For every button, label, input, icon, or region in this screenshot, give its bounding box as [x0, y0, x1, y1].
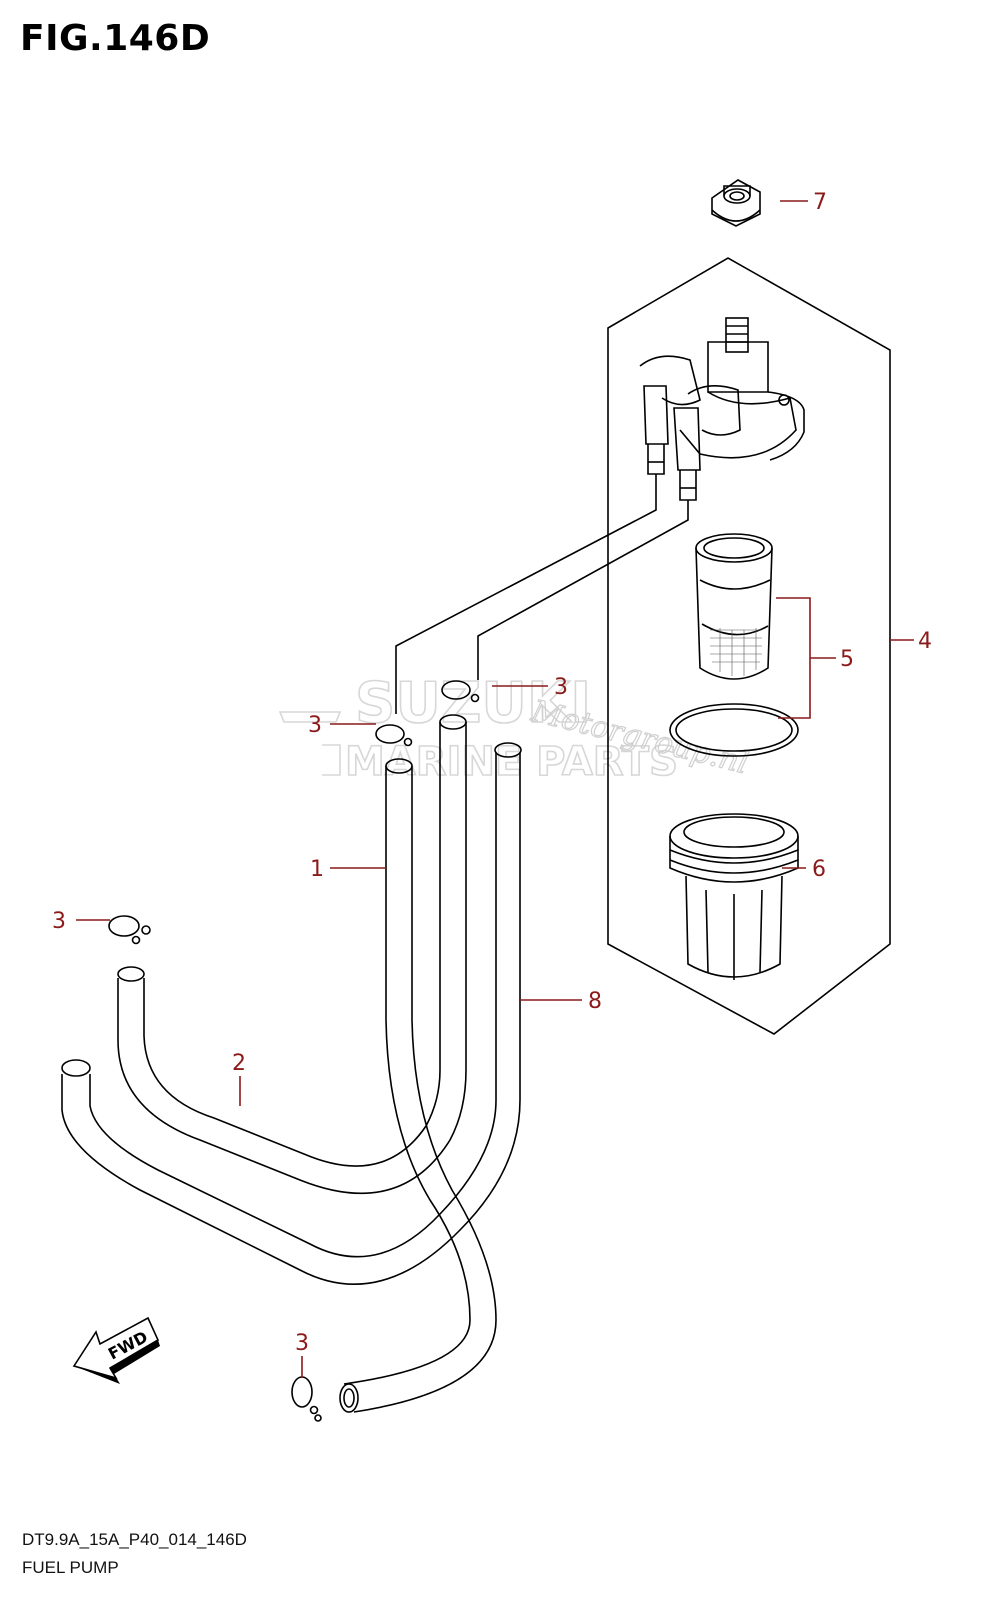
watermark-outboard-icon: [278, 711, 342, 776]
fwd-arrow-icon: FWD: [72, 1316, 160, 1384]
clamp-upper-right: [441, 680, 480, 703]
connection-lines: [395, 474, 689, 714]
hose-8: [61, 742, 522, 1285]
callout-3-upper-right: 3: [554, 675, 568, 700]
figure-title: FIG.146D: [20, 18, 211, 59]
filter-assembly-outline: [607, 257, 891, 1035]
figure-name: FUEL PUMP: [22, 1558, 119, 1577]
callout-8: 8: [588, 989, 602, 1014]
leader-lines: [76, 200, 914, 1378]
clamp-upper-left: [375, 724, 413, 747]
figure-code: DT9.9A_15A_P40_014_146D: [22, 1530, 247, 1549]
callout-labels: 7 4 5 6 8 1 2 3 3 3 3: [52, 190, 932, 1356]
watermark: SUZUKI MARINE PARTS Motorgroup.nl: [278, 670, 752, 786]
filter-mesh: [710, 628, 762, 676]
filter-element: [695, 533, 773, 680]
hose-2: [117, 714, 467, 1195]
callout-2: 2: [232, 1051, 246, 1076]
callout-3-left: 3: [52, 909, 66, 934]
o-ring: [669, 703, 799, 757]
callout-3-bottom: 3: [295, 1331, 309, 1356]
clamp-left: [108, 915, 151, 945]
callout-4: 4: [918, 629, 932, 654]
callout-6: 6: [812, 857, 826, 882]
nut-part: [711, 179, 761, 227]
callout-1: 1: [310, 857, 324, 882]
clamp-parts: [108, 680, 480, 1422]
filter-cup: [669, 813, 799, 980]
clamp-bottom: [291, 1376, 322, 1422]
hose-1: [339, 758, 497, 1413]
callout-5: 5: [840, 647, 854, 672]
filter-head: [639, 317, 805, 501]
callout-7: 7: [813, 190, 827, 215]
callout-3-upper-left: 3: [308, 713, 322, 738]
watermark-sub: MARINE PARTS: [345, 739, 678, 785]
